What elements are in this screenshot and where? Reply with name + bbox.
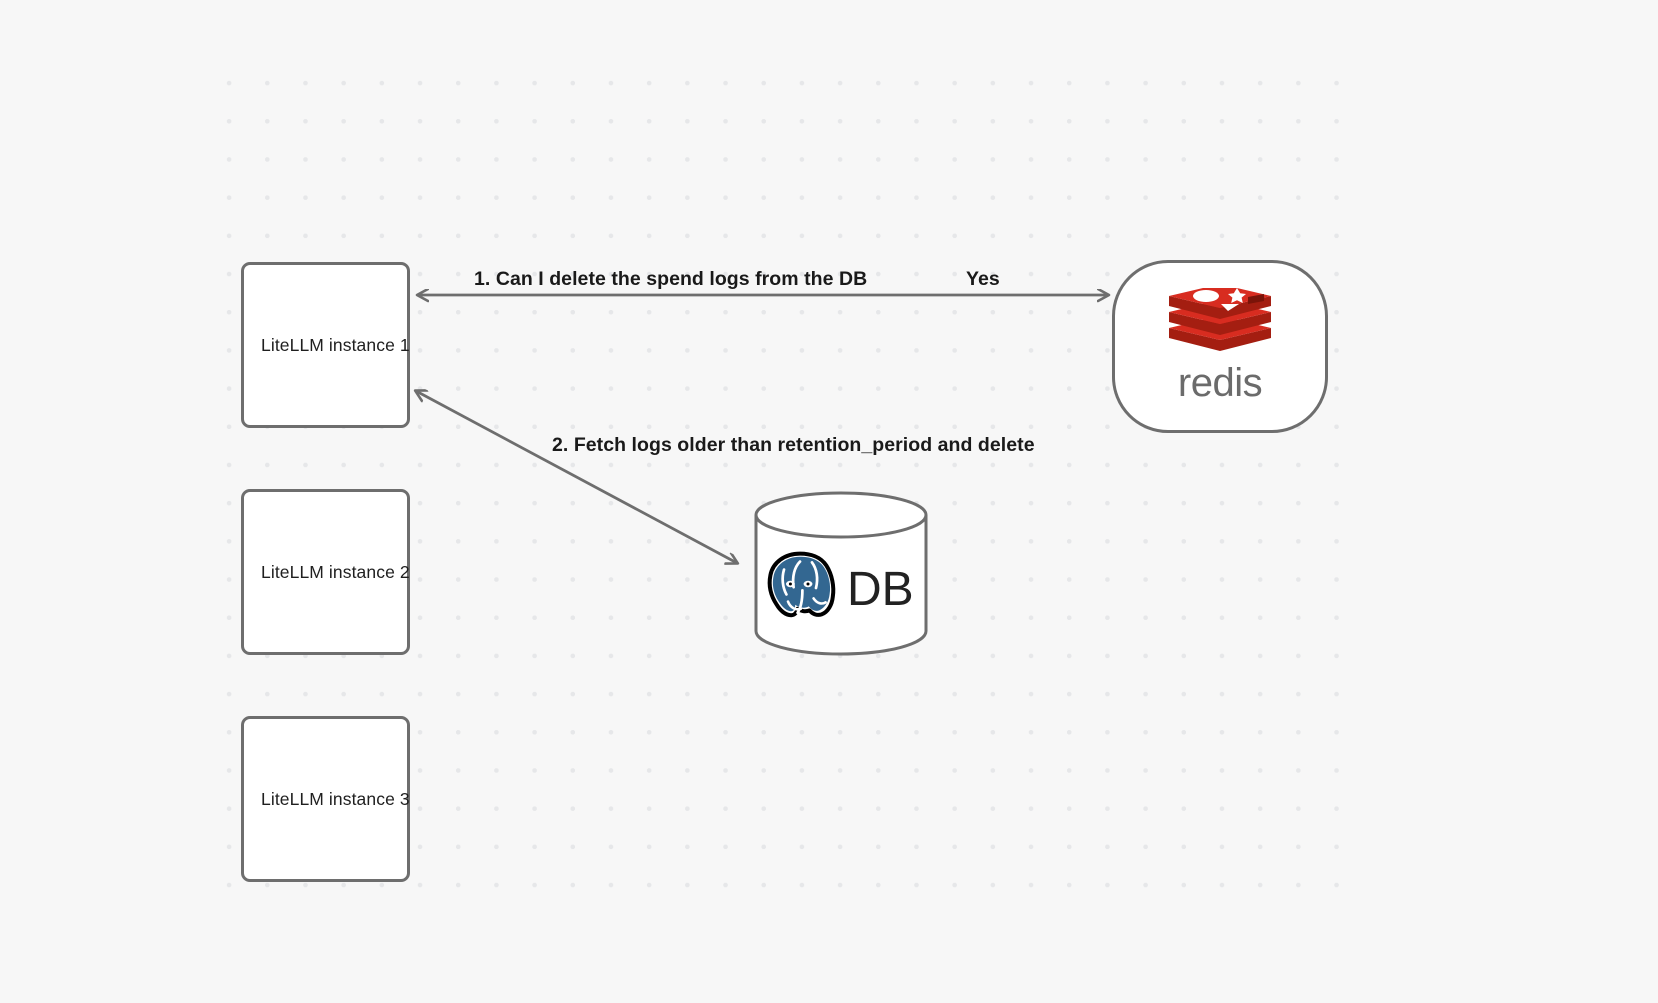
node-label: LiteLLM instance 1 xyxy=(261,334,410,355)
db-label: DB xyxy=(847,563,914,616)
node-litellm-instance-3[interactable]: LiteLLM instance 3 xyxy=(241,716,410,882)
postgresql-elephant-icon xyxy=(767,551,836,618)
cylinder-top xyxy=(754,491,928,539)
edge-instance1-db xyxy=(416,391,737,563)
node-database[interactable]: DB xyxy=(752,491,930,656)
edge-label-step-2: 2. Fetch logs older than retention_perio… xyxy=(552,434,1035,456)
svg-text:redis: redis xyxy=(1177,363,1261,405)
node-litellm-instance-2[interactable]: LiteLLM instance 2 xyxy=(241,489,410,655)
node-redis[interactable]: redis xyxy=(1112,260,1328,433)
node-label: LiteLLM instance 2 xyxy=(261,561,410,582)
edge-label-yes: Yes xyxy=(966,268,1000,290)
node-label: LiteLLM instance 3 xyxy=(261,788,410,809)
cylinder-body xyxy=(754,515,928,656)
edge-label-step-1: 1. Can I delete the spend logs from the … xyxy=(474,268,868,290)
redis-logo-icon xyxy=(1169,288,1271,351)
redis-wordmark-text: redis xyxy=(1177,363,1262,405)
node-litellm-instance-1[interactable]: LiteLLM instance 1 xyxy=(241,262,410,428)
